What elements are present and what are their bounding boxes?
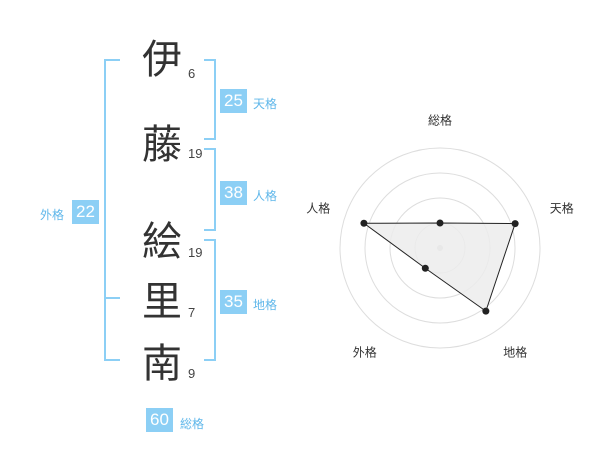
soukaku-badge: 60 [146, 408, 173, 432]
radar-axis-label: 人格 [306, 201, 331, 216]
stroke-count-4: 7 [188, 305, 196, 320]
radar-point [511, 220, 519, 228]
tenkaku-bracket [204, 59, 216, 140]
chikaku-label: 地格 [253, 298, 278, 312]
soukaku-label: 総格 [180, 417, 205, 431]
stroke-count-1: 6 [188, 66, 196, 81]
gaikaku-badge: 22 [72, 200, 99, 224]
gaikaku-label: 外格 [40, 208, 65, 222]
tenkaku-label: 天格 [253, 97, 278, 111]
name-char-3: 絵 [142, 219, 182, 265]
radar-point [360, 219, 368, 227]
jinkaku-bracket [204, 148, 216, 231]
radar-axis-label: 総格 [427, 113, 453, 128]
radar-ring [339, 147, 541, 349]
chikaku-badge: 35 [220, 290, 247, 314]
stroke-count-2: 19 [188, 146, 203, 161]
jinkaku-badge: 38 [220, 181, 247, 205]
stroke-count-3: 19 [188, 245, 203, 260]
chikaku-bracket [204, 239, 216, 361]
radar-axis-label: 外格 [352, 345, 377, 360]
radar-axis-label: 天格 [549, 201, 574, 216]
name-char-5: 南 [142, 341, 182, 387]
radar-point [436, 219, 444, 227]
radar-ring [364, 172, 516, 324]
tenkaku-badge: 25 [220, 89, 247, 113]
stroke-count-5: 9 [188, 366, 196, 381]
name-char-4: 里 [142, 279, 182, 325]
radar-axis-label: 地格 [503, 345, 528, 360]
name-char-1: 伊 [142, 37, 182, 83]
radar-point [421, 264, 429, 272]
radar-series-area [362, 222, 516, 312]
radar-point [482, 307, 490, 315]
jinkaku-label: 人格 [253, 189, 278, 203]
gaikaku-bracket [104, 59, 120, 361]
name-char-2: 藤 [142, 122, 182, 168]
gaikaku-bracket-tick [104, 297, 120, 299]
